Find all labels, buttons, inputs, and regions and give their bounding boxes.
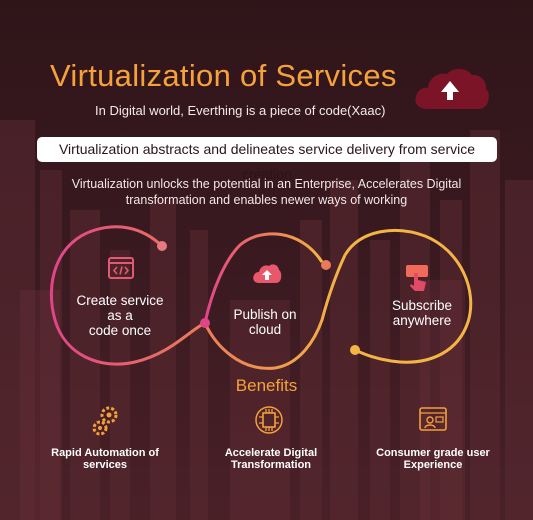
intro-line-1: Virtualization unlocks the potential in … [71, 177, 462, 191]
loop-node-4 [350, 345, 360, 355]
benefit-3-line-2: Experience [403, 459, 463, 471]
chip-icon [255, 406, 283, 434]
page-title: Virtualization of Services [50, 58, 397, 93]
benefit-3-line-1: Consumer grade user [376, 447, 490, 459]
step-subscribe-line-2: anywhere [392, 313, 452, 328]
cloud-upload-logo-icon [415, 68, 489, 109]
benefit-accelerate-digital: Accelerate Digital Transformation [196, 447, 346, 471]
code-window-icon [108, 257, 134, 279]
loop-node-3 [321, 260, 331, 270]
page-subtitle: In Digital world, Everthing is a piece o… [95, 103, 386, 118]
intro-line-2: transformation and enables newer ways of… [125, 193, 408, 207]
key-message-banner: Virtualization abstracts and delineates … [37, 137, 497, 182]
step-create-line-1: Create service [76, 293, 164, 308]
benefit-1-line-1: Rapid Automation of [51, 447, 159, 459]
loop-node-1 [157, 241, 167, 251]
step-create-line-2: as a [107, 308, 133, 323]
benefit-2-line-1: Accelerate Digital [224, 447, 318, 459]
user-screen-icon [419, 407, 447, 431]
cloud-upload-icon [253, 264, 282, 283]
step-publish-line-1: Publish on [233, 307, 297, 322]
benefit-1-line-2: services [82, 459, 128, 471]
step-create-service: Create service as a code once [60, 293, 180, 338]
step-subscribe-line-1: Subscribe [391, 298, 453, 313]
tap-icon [406, 265, 428, 291]
benefit-consumer-experience: Consumer grade user Experience [358, 447, 508, 471]
benefit-2-line-2: Transformation [230, 459, 312, 471]
intro-description: Virtualization unlocks the potential in … [60, 176, 473, 208]
step-publish-line-2: cloud [248, 322, 282, 337]
benefits-heading: Benefits [235, 376, 298, 395]
step-publish: Publish on cloud [215, 307, 315, 337]
benefit-rapid-automation: Rapid Automation of services [30, 447, 180, 471]
gears-icon [92, 406, 118, 436]
loop-node-2 [200, 318, 210, 328]
step-create-line-3: code once [88, 323, 152, 338]
step-subscribe: Subscribe anywhere [367, 298, 477, 328]
